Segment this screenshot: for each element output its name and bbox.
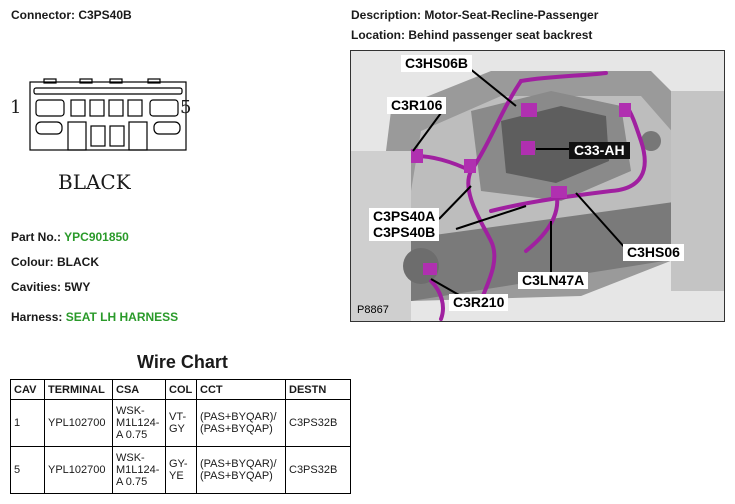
callout-c33-ah: C33-AH — [569, 142, 630, 159]
header-terminal: TERMINAL — [44, 379, 113, 400]
cell-cav: 5 — [10, 446, 45, 494]
part-no-value: YPC901850 — [64, 230, 129, 244]
cell-terminal: YPL102700 — [44, 399, 113, 447]
harness: Harness: SEAT LH HARNESS — [11, 310, 178, 324]
header-col: COL — [165, 379, 197, 400]
wire-chart-title: Wire Chart — [137, 352, 228, 372]
cell-cct: (PAS+BYQAR)/ (PAS+BYQAP) — [196, 399, 286, 447]
callout-c3ln47a: C3LN47A — [518, 272, 589, 289]
header-destn: DESTN — [285, 379, 351, 400]
location-photo: C3HS06B C3R106 C33-AH C3PS40A C3PS40B C3… — [350, 50, 725, 322]
pin-1-label: 1 — [10, 97, 22, 118]
pin-5-label: 5 — [180, 97, 192, 118]
wire-chart-table: CAV TERMINAL CSA COL CCT DESTN 1 YPL1027… — [10, 379, 351, 494]
cell-col: VT-GY — [165, 399, 197, 447]
cavities-label: Cavities: 5WY — [11, 280, 91, 294]
part-no-label: Part No.: — [11, 230, 62, 244]
callout-c3r106: C3R106 — [387, 97, 447, 114]
cell-csa: WSK-M1L124-A 0.75 — [112, 446, 166, 494]
connector-diagram: 1 5 BLACK — [10, 78, 200, 198]
table-row: 1 YPL102700 WSK-M1L124-A 0.75 VT-GY (PAS… — [10, 399, 351, 447]
cell-destn: C3PS32B — [285, 399, 351, 447]
header-cav: CAV — [10, 379, 45, 400]
cell-col: GY-YE — [165, 446, 197, 494]
photo-reference: P8867 — [357, 304, 389, 316]
callout-c3r210: C3R210 — [449, 294, 509, 311]
callout-c3hs06b: C3HS06B — [401, 55, 473, 72]
cell-cct: (PAS+BYQAR)/ (PAS+BYQAP) — [196, 446, 286, 494]
table-row: 5 YPL102700 WSK-M1L124-A 0.75 GY-YE (PAS… — [10, 446, 351, 494]
callout-c3ps40b: C3PS40B — [369, 224, 440, 241]
table-header-row: CAV TERMINAL CSA COL CCT DESTN — [10, 379, 351, 400]
location-label: Location: Behind passenger seat backrest — [351, 28, 593, 42]
connector-face-drawing — [29, 78, 187, 151]
connector-colour-text: BLACK — [58, 170, 131, 194]
cell-cav: 1 — [10, 399, 45, 447]
description-label: Description: Motor-Seat-Recline-Passenge… — [351, 8, 599, 22]
header-csa: CSA — [112, 379, 166, 400]
callout-c3ps40a: C3PS40A — [369, 208, 440, 225]
harness-value: SEAT LH HARNESS — [65, 310, 179, 324]
colour-label: Colour: BLACK — [11, 255, 99, 269]
connector-label: Connector: C3PS40B — [11, 8, 132, 22]
cell-terminal: YPL102700 — [44, 446, 113, 494]
part-no: Part No.: YPC901850 — [11, 230, 129, 244]
callout-c3hs06: C3HS06 — [623, 244, 684, 261]
cell-csa: WSK-M1L124-A 0.75 — [112, 399, 166, 447]
cell-destn: C3PS32B — [285, 446, 351, 494]
header-cct: CCT — [196, 379, 286, 400]
harness-label: Harness: — [11, 310, 63, 324]
